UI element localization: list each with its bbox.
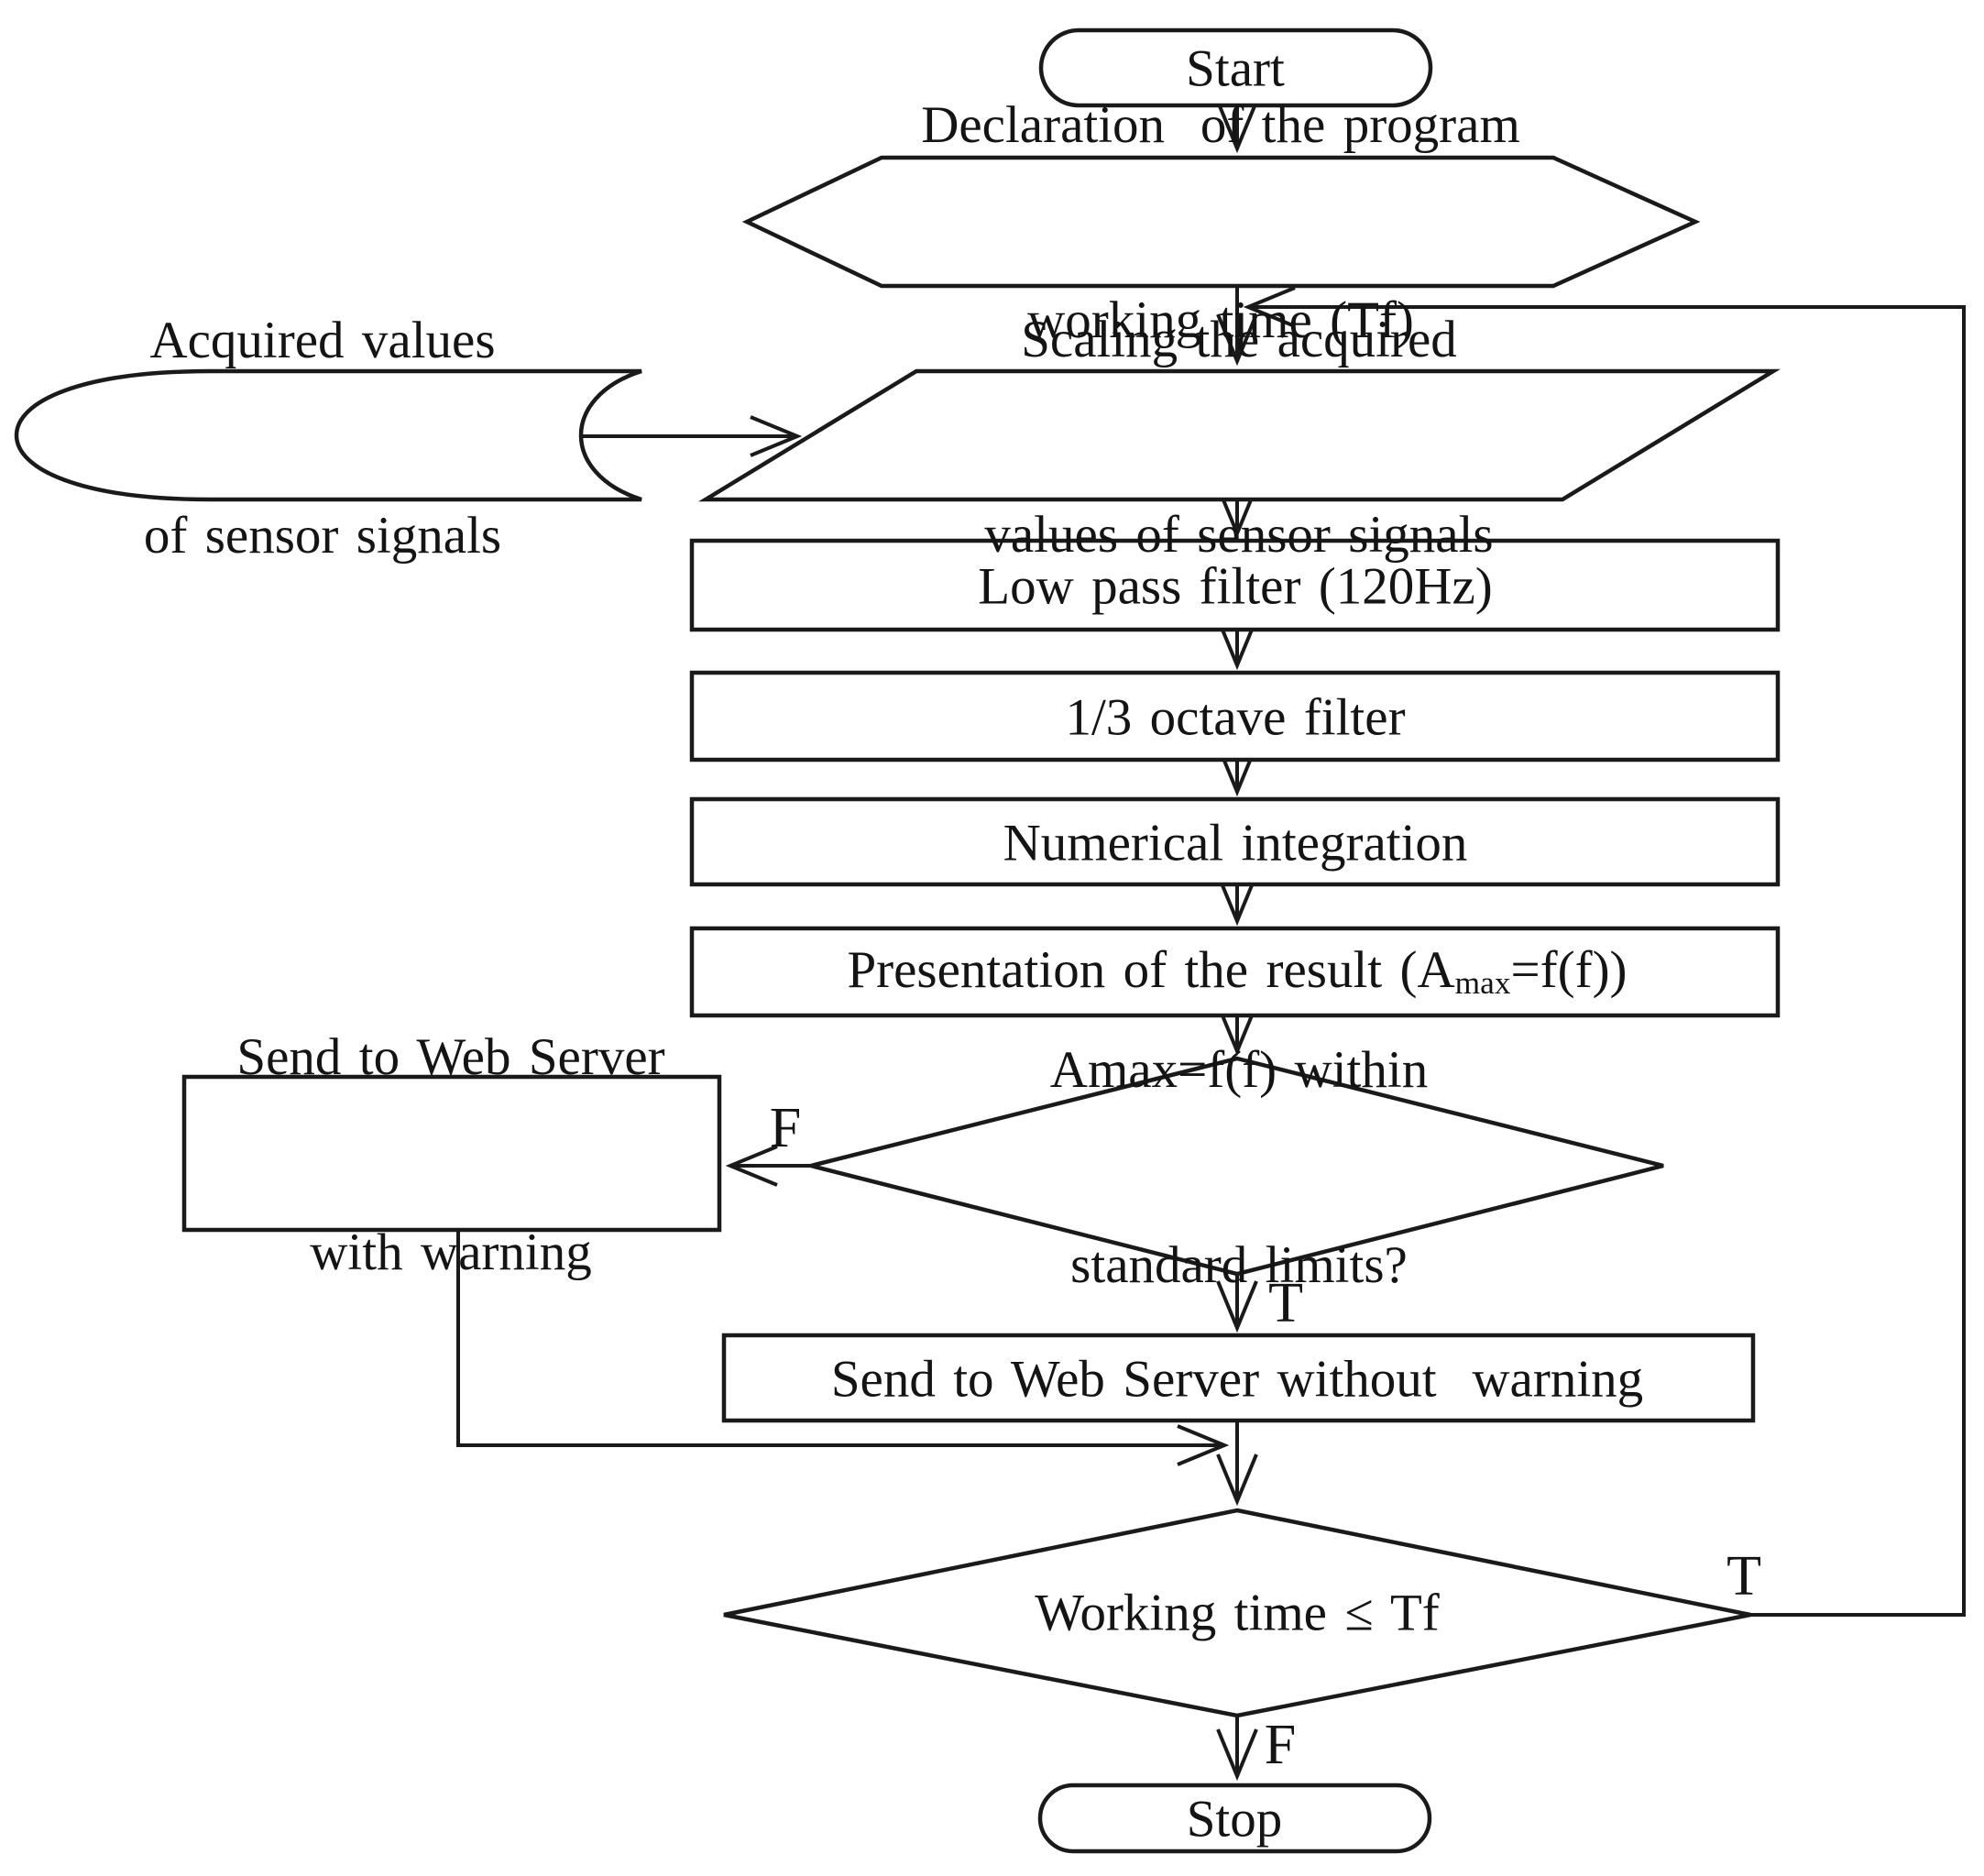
integration-label: Numerical integration (1003, 814, 1468, 872)
edge-loop-time-true (1248, 307, 1966, 1617)
lowpass-process-shape (689, 538, 1781, 632)
limits-decision-label-line1: Amax=f(f) within (1049, 1041, 1429, 1099)
limits-decision-diamond-shape (810, 1056, 1664, 1277)
presentation-label-subscript: max (1454, 965, 1511, 1002)
scaling-label-line2: values of sensor signals (984, 506, 1494, 564)
send-with-warning-process-shape (181, 1074, 722, 1233)
limits-decision-label-line2: standard limits? (1070, 1236, 1408, 1294)
time-decision-diamond-shape (723, 1508, 1751, 1718)
edge-warning-merge (456, 1230, 1224, 1445)
presentation-label-prefix: Presentation of the result (A (847, 941, 1455, 999)
lowpass-label: Low pass filter (120Hz) (978, 557, 1493, 616)
declaration-preparation-shape (741, 155, 1701, 289)
time-true-branch-label: T (1726, 1545, 1761, 1607)
send-with-warning-label-line2: with warning (310, 1223, 592, 1281)
declaration-label-line2: working time (Tf) (1027, 291, 1414, 349)
octave-label: 1/3 octave filter (1065, 688, 1406, 747)
scaling-label: Scaling the acquired values of sensor si… (984, 177, 1493, 697)
presentation-label-suffix: =f(f)) (1510, 941, 1628, 999)
acquired-label: Acquired values of sensor signals (144, 178, 501, 698)
time-false-branch-label: F (1264, 1714, 1297, 1776)
time-decision-label: Working time ≤ Tf (1035, 1584, 1440, 1642)
declaration-label-line1: Declaration of the program (921, 96, 1520, 154)
stop-terminator-shape (1037, 1783, 1432, 1854)
send-with-warning-label: Send to Web Server with warning (236, 894, 664, 1415)
send-with-warning-label-line1: Send to Web Server (236, 1028, 665, 1086)
send-without-warning-label: Send to Web Server without warning (830, 1350, 1644, 1409)
scaling-io-parallelogram-shape (697, 368, 1781, 502)
integration-process-shape (689, 796, 1781, 887)
send-without-warning-process-shape (721, 1333, 1756, 1423)
declaration-label: Declaration of the program working time … (921, 0, 1520, 483)
start-terminator-shape (1038, 27, 1433, 108)
scaling-label-line1: Scaling the acquired (1021, 311, 1457, 368)
stop-label: Stop (1186, 1790, 1283, 1849)
start-label: Start (1186, 39, 1285, 98)
limits-decision-label: Amax=f(f) within standard limits? (1050, 907, 1428, 1428)
limits-false-branch-label: F (769, 1097, 802, 1159)
octave-process-shape (689, 670, 1781, 762)
acquired-label-line2: of sensor signals (143, 507, 502, 565)
presentation-label: Presentation of the result (Amax=f(f)) (847, 938, 1627, 1009)
acquired-label-line1: Acquired values (149, 312, 496, 369)
presentation-process-shape (689, 926, 1781, 1018)
acquired-stored-data-shape (14, 368, 642, 502)
limits-true-branch-label: T (1268, 1272, 1303, 1334)
